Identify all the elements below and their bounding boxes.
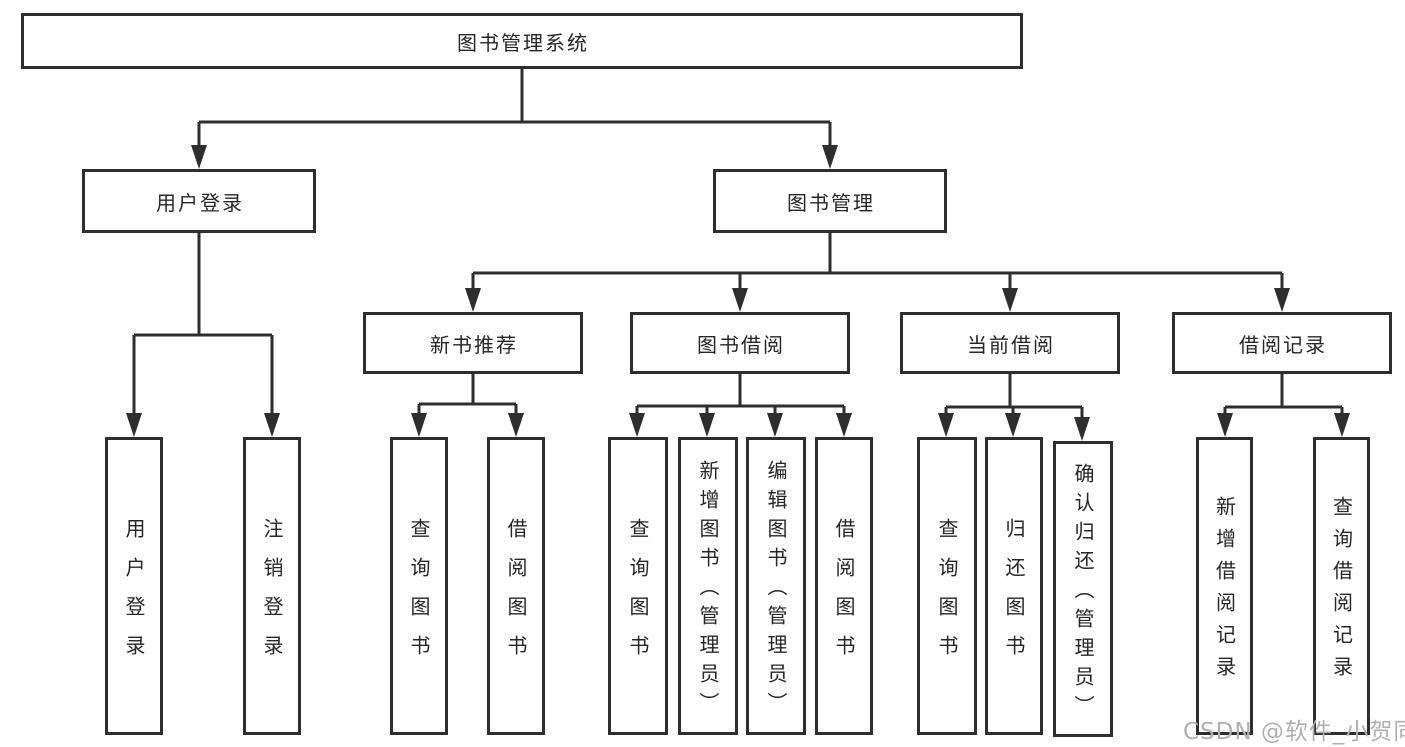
- node-book-management: 图书管理: [713, 169, 947, 233]
- node-root-label: 图书管理系统: [457, 30, 589, 55]
- leaf-confirm-return-admin-label: 确认归还（管理员）: [1071, 463, 1095, 724]
- leaf-query-books-2-label: 查询图书: [626, 517, 650, 674]
- node-new-book-recommend-label: 新书推荐: [430, 332, 518, 357]
- leaf-logout-label: 注销登录: [260, 517, 284, 674]
- node-user-login-label: 用户登录: [156, 190, 244, 215]
- leaf-query-books-1: 查询图书: [390, 437, 448, 735]
- leaf-borrow-books-1-label: 借阅图书: [504, 517, 528, 674]
- node-root-library-management-system: 图书管理系统: [21, 13, 1023, 69]
- leaf-query-books-3-label: 查询图书: [935, 517, 959, 674]
- node-book-management-label: 图书管理: [787, 190, 875, 215]
- leaf-query-borrow-record-label: 查询借阅记录: [1329, 496, 1354, 688]
- leaf-logout: 注销登录: [243, 437, 301, 735]
- leaf-borrow-books-2-label: 借阅图书: [832, 517, 856, 674]
- leaf-return-books-label: 归还图书: [1002, 517, 1026, 674]
- node-borrowing-records: 借阅记录: [1172, 312, 1392, 374]
- leaf-query-borrow-record: 查询借阅记录: [1313, 437, 1370, 735]
- node-new-book-recommend: 新书推荐: [363, 312, 583, 374]
- leaf-edit-books-admin: 编辑图书（管理员）: [746, 437, 806, 735]
- node-book-borrowing: 图书借阅: [630, 312, 850, 374]
- leaf-query-books-2: 查询图书: [608, 437, 668, 735]
- leaf-add-books-admin-label: 新增图书（管理员）: [696, 460, 720, 721]
- leaf-borrow-books-1: 借阅图书: [487, 437, 545, 735]
- leaf-user-login-label: 用户登录: [122, 517, 146, 674]
- leaf-edit-books-admin-label: 编辑图书（管理员）: [764, 460, 788, 721]
- node-borrowing-records-label: 借阅记录: [1239, 332, 1327, 357]
- leaf-borrow-books-2: 借阅图书: [815, 437, 873, 735]
- leaf-confirm-return-admin: 确认归还（管理员）: [1053, 441, 1113, 737]
- leaf-user-login: 用户登录: [105, 437, 163, 735]
- node-book-borrowing-label: 图书借阅: [697, 332, 785, 357]
- node-current-borrowing: 当前借阅: [900, 312, 1120, 374]
- node-user-login: 用户登录: [82, 169, 316, 233]
- leaf-query-books-3: 查询图书: [917, 437, 977, 735]
- leaf-add-borrow-record-label: 新增借阅记录: [1212, 496, 1237, 688]
- csdn-watermark: CSDN @软件_小贺同学: [1183, 719, 1405, 745]
- leaf-return-books: 归还图书: [985, 437, 1043, 735]
- node-current-borrowing-label: 当前借阅: [967, 332, 1055, 357]
- leaf-add-books-admin: 新增图书（管理员）: [678, 437, 738, 735]
- leaf-query-books-1-label: 查询图书: [407, 517, 431, 674]
- leaf-add-borrow-record: 新增借阅记录: [1196, 437, 1253, 735]
